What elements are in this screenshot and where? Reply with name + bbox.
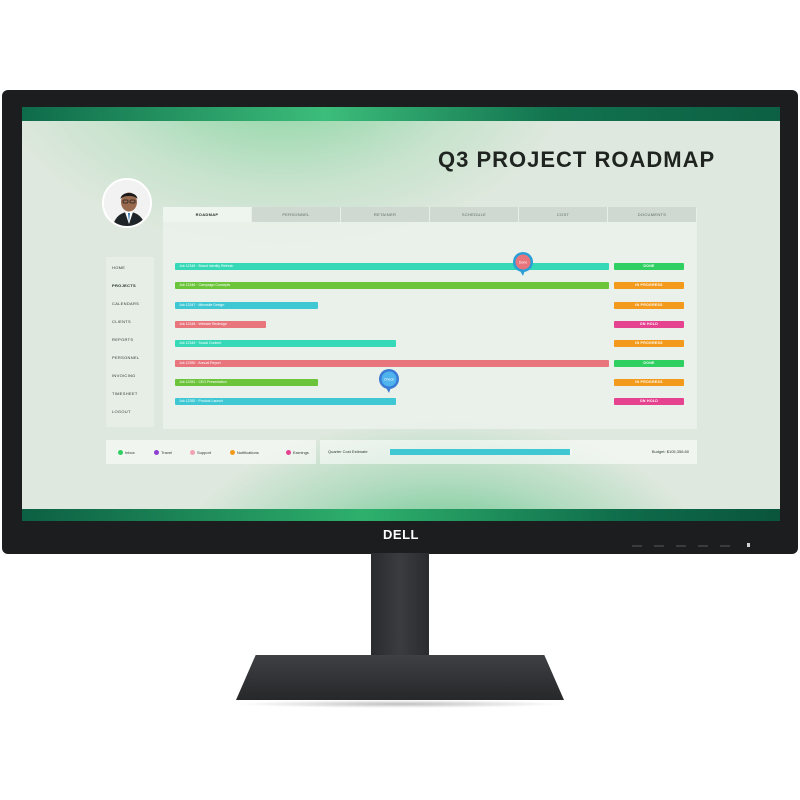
monitor-buttons[interactable] <box>632 545 730 547</box>
gantt-bar-label: Job 12348 · Website Redesign <box>179 321 227 326</box>
budget-bar: Quarter Cost Estimate Budget: $105,356.8… <box>320 440 697 464</box>
status-badge: ON HOLD <box>614 398 684 406</box>
tab-roadmap[interactable]: ROADMAP <box>163 207 252 222</box>
gantt-bar-label: Job 12345 · Brand Identity Refresh <box>179 264 234 268</box>
gantt-bar[interactable]: Job 12347 · Microsite Design <box>175 301 319 309</box>
gantt-bar[interactable]: Job 12350 · Annual Report <box>175 359 609 367</box>
sidebar-item-clients[interactable]: CLIENTS <box>112 319 131 324</box>
sidebar-item-logout[interactable]: LOGOUT <box>112 409 131 414</box>
avatar[interactable] <box>102 178 152 228</box>
legend-label: Inbox <box>125 449 135 455</box>
map-pin-icon[interactable]: Done <box>513 252 533 276</box>
budget-total: Budget: $105,356.80 <box>651 449 689 454</box>
monitor-button[interactable] <box>632 545 642 547</box>
legend-dot-icon <box>118 449 123 455</box>
gantt-bar[interactable]: Job 12352 · Product Launch <box>175 398 397 406</box>
monitor: Q3 PROJECT ROADMAP HOME PROJECTS CALENDARS… <box>2 90 798 554</box>
legend-item: Notifications <box>230 440 259 464</box>
legend-label: Earnings <box>293 449 309 455</box>
legend-item: Inbox <box>118 440 135 464</box>
legend-label: Support <box>197 449 212 455</box>
gantt-bar-label: Job 12351 · CEO Presentation <box>179 379 227 384</box>
wallpaper-top-strip <box>22 107 780 121</box>
legend-dot-icon <box>190 449 195 455</box>
gantt-row[interactable]: Job 12347 · Microsite Design IN PROGRESS <box>175 299 685 311</box>
status-badge: IN PROGRESS <box>614 282 684 290</box>
gantt-bar[interactable]: Job 12351 · CEO Presentation <box>175 378 319 386</box>
legend-dot-icon <box>286 449 291 455</box>
legend-item: Earnings <box>286 440 309 464</box>
gantt-row[interactable]: Job 12348 · Website Redesign ON HOLD <box>175 318 685 330</box>
status-badge: ON HOLD <box>614 320 684 328</box>
gantt-bar-label: Job 12349 · Social Content <box>179 341 222 346</box>
gantt-bar[interactable]: Job 12349 · Social Content <box>175 340 397 348</box>
gantt-row[interactable]: Job 12345 · Brand Identity Refresh DONE <box>175 260 685 272</box>
monitor-button[interactable] <box>720 545 730 547</box>
gantt-row[interactable]: Job 12346 · Campaign Concepts IN PROGRESS <box>175 279 685 291</box>
svg-text:Done: Done <box>519 261 527 265</box>
legend: Inbox Travel Support Notifications Earnings <box>106 440 316 464</box>
gantt-bar-label: Job 12346 · Campaign Concepts <box>179 283 231 288</box>
legend-item: Travel <box>154 440 172 464</box>
status-badge: DONE <box>614 359 684 367</box>
page-title: Q3 PROJECT ROADMAP <box>438 147 716 172</box>
budget-label: Quarter Cost Estimate <box>328 449 368 454</box>
brand-logo: DELL <box>383 527 419 542</box>
sidebar-item-timesheet[interactable]: TIMESHEET <box>112 391 138 396</box>
legend-item: Support <box>190 440 211 464</box>
tab-schedule[interactable]: SCHEDULE <box>430 207 519 222</box>
monitor-button[interactable] <box>698 545 708 547</box>
legend-dot-icon <box>230 449 235 455</box>
monitor-button[interactable] <box>654 545 664 547</box>
power-led <box>747 543 750 547</box>
sidebar-item-home[interactable]: HOME <box>112 265 126 270</box>
monitor-button[interactable] <box>676 545 686 547</box>
tab-personnel[interactable]: PERSONNEL <box>252 207 341 222</box>
stand-shadow <box>236 700 564 708</box>
gantt-bar[interactable]: Job 12345 · Brand Identity Refresh <box>175 263 609 270</box>
gantt-bar-label: Job 12350 · Annual Report <box>179 360 221 365</box>
sidebar-item-invoicing[interactable]: INVOICING <box>112 373 136 378</box>
sidebar: HOME PROJECTS CALENDARS CLIENTS REPORTS PERSO… <box>106 257 154 427</box>
legend-dot-icon <box>154 449 159 455</box>
gantt-row[interactable]: Job 12351 · CEO Presentation IN PROGRESS <box>175 376 685 388</box>
sidebar-item-reports[interactable]: REPORTS <box>112 337 134 342</box>
sidebar-item-calendars[interactable]: CALENDARS <box>112 301 140 306</box>
gantt-bar-label: Job 12352 · Product Launch <box>179 399 223 404</box>
map-pin-icon[interactable]: Check <box>379 369 399 393</box>
legend-label: Notifications <box>237 449 259 455</box>
stand-neck <box>371 553 429 671</box>
monitor-screen: Q3 PROJECT ROADMAP HOME PROJECTS CALENDARS… <box>22 107 780 521</box>
budget-track <box>390 449 572 455</box>
tab-documents[interactable]: DOCUMENTS <box>608 207 697 222</box>
sidebar-item-personnel[interactable]: PERSONNEL <box>112 355 140 360</box>
tab-cost[interactable]: COST <box>519 207 608 222</box>
gantt-row[interactable]: Job 12350 · Annual Report DONE <box>175 357 685 369</box>
status-badge: DONE <box>614 263 684 270</box>
legend-label: Travel <box>161 449 172 455</box>
status-badge: IN PROGRESS <box>614 301 684 309</box>
gantt-bar-label: Job 12347 · Microsite Design <box>179 302 225 307</box>
status-badge: IN PROGRESS <box>614 378 684 386</box>
tab-retainer[interactable]: RETAINER <box>341 207 430 222</box>
budget-fill <box>390 449 571 455</box>
gantt-bar[interactable]: Job 12346 · Campaign Concepts <box>175 282 609 290</box>
stand-base <box>236 655 564 700</box>
svg-text:Check: Check <box>384 378 394 382</box>
avatar-photo-icon <box>104 180 150 226</box>
gantt-bar[interactable]: Job 12348 · Website Redesign <box>175 320 267 328</box>
gantt-row[interactable]: Job 12352 · Product Launch ON HOLD <box>175 395 685 407</box>
wallpaper-bottom-strip <box>22 509 780 521</box>
gantt-row[interactable]: Job 12349 · Social Content IN PROGRESS <box>175 337 685 349</box>
sidebar-item-projects[interactable]: PROJECTS <box>112 283 136 288</box>
status-badge: IN PROGRESS <box>614 340 684 348</box>
